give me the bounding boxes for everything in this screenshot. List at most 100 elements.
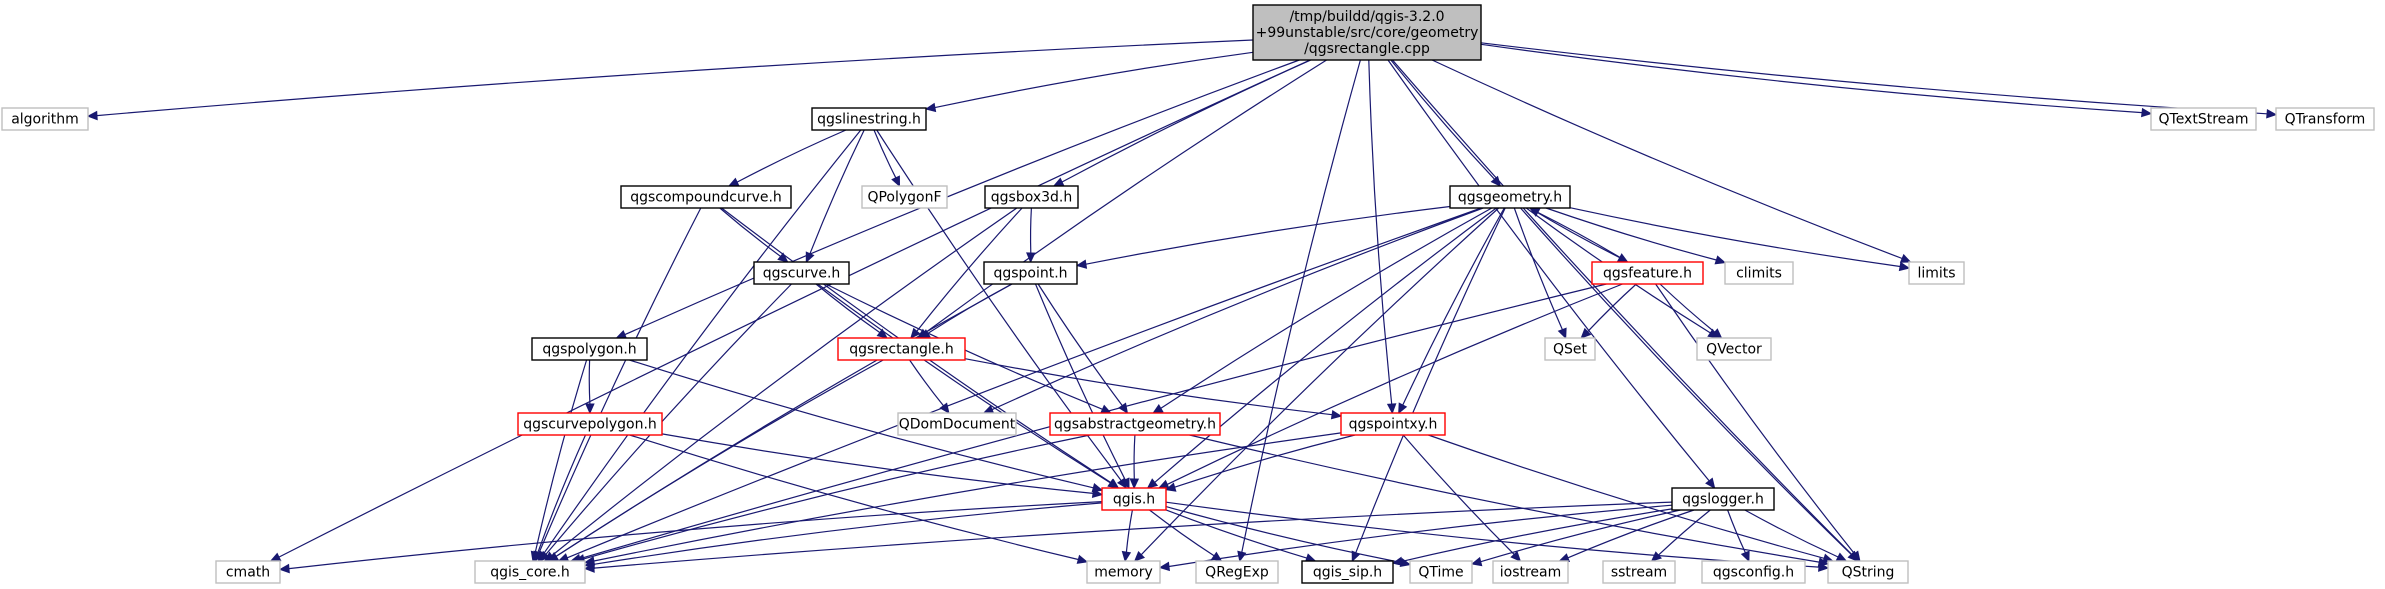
edge-arrowhead <box>1650 551 1662 562</box>
node-label: qgspoint.h <box>993 266 1067 282</box>
node-box <box>215 560 281 584</box>
node-box <box>1101 487 1167 511</box>
node-qdomdocument[interactable]: QDomDocument <box>897 412 1017 436</box>
node-qgspolygon[interactable]: qgspolygon.h <box>531 337 648 361</box>
node-qset[interactable]: QSet <box>1544 337 1596 361</box>
edge-arrowhead <box>1850 550 1861 562</box>
edge-qgscurve-to-qgis <box>817 283 1119 489</box>
edge-line <box>1133 434 1136 480</box>
node-qstring[interactable]: QString <box>1827 560 1909 584</box>
node-box <box>1701 560 1806 584</box>
node-qgsbox3d[interactable]: qgsbox3d.h <box>984 185 1079 209</box>
node-qgsfeature[interactable]: qgsfeature.h <box>1591 261 1704 285</box>
edge-qgslinestring-to-qgscompoundcurve <box>727 129 847 187</box>
edge-qgslinestring-to-qpolygonf <box>873 129 901 188</box>
node-climits[interactable]: climits <box>1724 261 1794 285</box>
edge-qgis-to-cmath <box>278 501 1103 574</box>
node-memory[interactable]: memory <box>1086 560 1161 584</box>
node-sstream[interactable]: sstream <box>1602 560 1676 584</box>
edge-arrowhead <box>539 550 550 562</box>
node-label: limits <box>1917 266 1955 282</box>
node-qgsconfig[interactable]: qgsconfig.h <box>1701 560 1806 584</box>
node-label: qgsbox3d.h <box>991 190 1073 206</box>
node-qgspoint[interactable]: qgspoint.h <box>983 261 1078 285</box>
node-label: sstream <box>1611 565 1667 581</box>
node-qgspointxy[interactable]: qgspointxy.h <box>1340 412 1446 436</box>
edge-line <box>555 359 884 557</box>
node-box <box>2275 107 2375 131</box>
edge-arrowhead <box>1898 261 1911 272</box>
edge-line <box>736 129 847 183</box>
node-box <box>753 261 850 285</box>
node-qtextstream[interactable]: QTextStream <box>2150 107 2257 131</box>
edge-arrowhead <box>1107 478 1119 489</box>
node-root[interactable]: /tmp/buildd/qgis-3.2.0+99unstable/src/co… <box>1252 4 1482 61</box>
edge-root-to-qgslogger <box>1387 59 1716 489</box>
node-iostream[interactable]: iostream <box>1492 560 1569 584</box>
node-qgslinestring[interactable]: qgslinestring.h <box>811 107 927 131</box>
edge-arrowhead <box>1091 488 1104 498</box>
node-box <box>1252 4 1482 61</box>
edge-qgsgeometry-to-qset <box>1513 207 1567 340</box>
edge-root-to-qtextstream <box>1480 43 2153 118</box>
node-qgsabstractgeometry[interactable]: qgsabstractgeometry.h <box>1049 412 1221 436</box>
node-label: qgis.h <box>1113 492 1155 508</box>
edge-qgslogger-to-qstring <box>1744 509 1848 562</box>
edge-arrowhead <box>533 550 543 563</box>
node-box <box>1 107 89 131</box>
edge-line <box>1480 42 2268 115</box>
edge-arrowhead <box>1026 252 1036 264</box>
edge-line <box>1174 434 1356 488</box>
edge-line <box>545 283 792 555</box>
node-limits[interactable]: limits <box>1908 261 1965 285</box>
node-label: qgsabstractgeometry.h <box>1054 417 1216 433</box>
edge-arrowhead <box>1164 482 1177 492</box>
node-qgscurve[interactable]: qgscurve.h <box>753 261 850 285</box>
edge-line <box>551 207 1018 557</box>
edge-line <box>1727 509 1746 553</box>
node-label: QPolygonF <box>867 190 941 206</box>
edge-root-to-qgsgeometry <box>1390 59 1502 187</box>
node-box <box>1449 185 1571 209</box>
node-box <box>531 337 648 361</box>
node-box <box>1544 337 1596 361</box>
node-qregexp[interactable]: QRegExp <box>1195 560 1279 584</box>
node-qpolygonf[interactable]: QPolygonF <box>861 185 948 209</box>
node-qgslogger[interactable]: qgslogger.h <box>1671 487 1775 511</box>
node-qgscurvepolygon[interactable]: qgscurvepolygon.h <box>517 412 663 436</box>
edge-root-to-qgsbox3d <box>1052 59 1312 187</box>
node-qtime[interactable]: QTime <box>1409 560 1473 584</box>
node-qgis_core[interactable]: qgis_core.h <box>474 560 586 584</box>
node-algorithm[interactable]: algorithm <box>1 107 89 131</box>
edge-line <box>1355 207 1506 553</box>
edge-arrowhead <box>727 177 740 187</box>
node-box <box>1492 560 1569 584</box>
node-label: qgspointxy.h <box>1349 417 1438 433</box>
node-box <box>1696 337 1772 361</box>
edge-root-to-qgspointxy <box>1368 59 1397 415</box>
edge-arrowhead <box>1714 255 1727 265</box>
edge-root-to-qstring <box>1392 59 1859 562</box>
node-cmath[interactable]: cmath <box>215 560 281 584</box>
node-qgscompoundcurve[interactable]: qgscompoundcurve.h <box>620 185 792 209</box>
node-qtransform[interactable]: QTransform <box>2275 107 2375 131</box>
node-qvector[interactable]: QVector <box>1696 337 1772 361</box>
edge-arrowhead <box>1121 550 1132 563</box>
edge-line <box>1655 283 1855 555</box>
node-label: qgslinestring.h <box>817 112 921 128</box>
node-qgsrectangle[interactable]: qgsrectangle.h <box>837 337 966 361</box>
edge-line <box>1241 59 1361 553</box>
edge-arrowhead <box>1510 550 1522 562</box>
edge-line <box>817 283 1111 484</box>
edge-qgis-to-memory <box>1121 509 1133 563</box>
node-qgsgeometry[interactable]: qgsgeometry.h <box>1449 185 1571 209</box>
node-label: QVector <box>1706 342 1762 358</box>
edge-qgsgeometry-to-qgis <box>1146 207 1497 489</box>
edge-line <box>288 501 1103 570</box>
node-box <box>1591 261 1704 285</box>
node-qgis_sip[interactable]: qgis_sip.h <box>1301 560 1394 584</box>
node-layer: /tmp/buildd/qgis-3.2.0+99unstable/src/co… <box>1 4 2375 584</box>
edge-arrowhead <box>1157 479 1170 489</box>
node-qgis[interactable]: qgis.h <box>1101 487 1167 511</box>
edge-arrowhead <box>278 563 290 574</box>
